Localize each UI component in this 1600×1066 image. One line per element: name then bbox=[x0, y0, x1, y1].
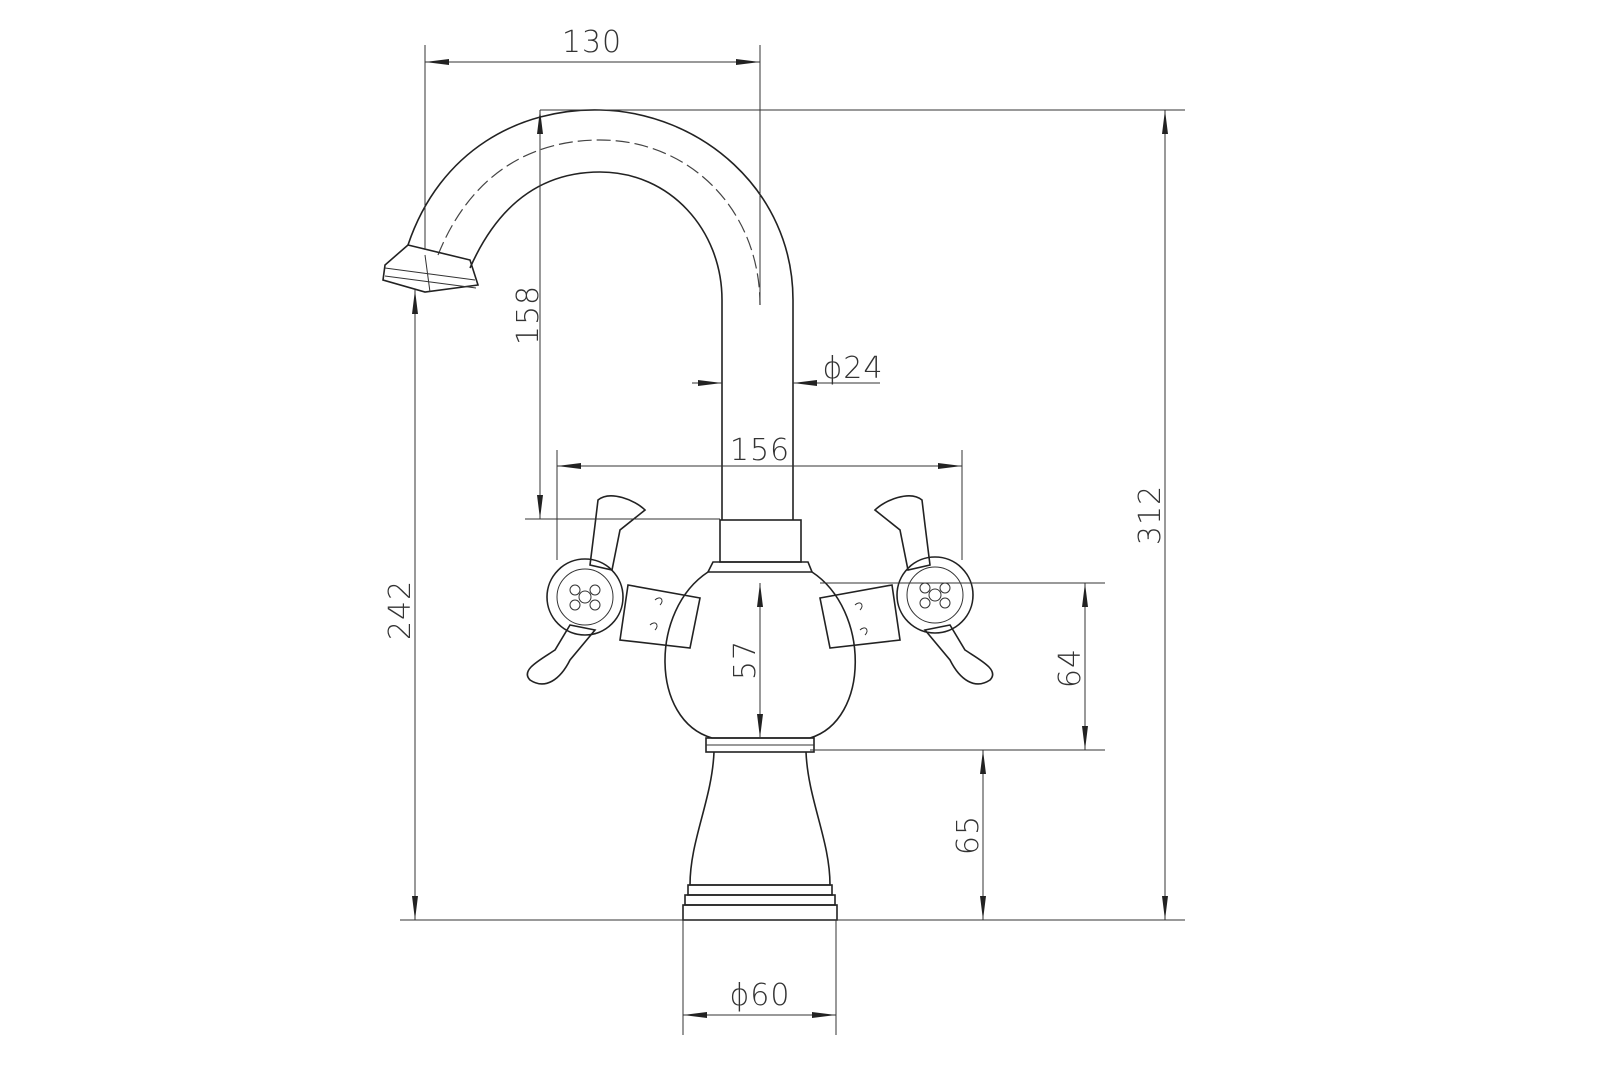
dim-64-label: 64 bbox=[1053, 648, 1088, 688]
spout-inner bbox=[469, 171, 723, 520]
dim-158-label: 158 bbox=[511, 285, 546, 345]
dim-57-label: 57 bbox=[728, 640, 763, 680]
dim-65-label: 65 bbox=[951, 815, 986, 855]
spout-centerline bbox=[437, 139, 761, 306]
spout-nozzle bbox=[382, 244, 480, 293]
dim-312-label: 312 bbox=[1133, 485, 1168, 545]
dim-d60-label: ϕ60 bbox=[730, 978, 791, 1013]
dim-130-label: 130 bbox=[562, 25, 622, 60]
spout-neck bbox=[719, 519, 802, 563]
dim-156-label: 156 bbox=[730, 433, 790, 468]
dimension-labels: 130 158 ϕ24 156 312 242 57 64 65 ϕ60 bbox=[383, 25, 1168, 1013]
left-handle bbox=[526, 495, 701, 685]
faucet-outline bbox=[382, 109, 994, 921]
base-column bbox=[689, 751, 831, 886]
dim-242-label: 242 bbox=[383, 580, 418, 640]
right-handle bbox=[819, 495, 994, 685]
dimension-lines bbox=[412, 59, 1168, 1018]
extension-lines bbox=[400, 45, 1185, 1035]
dim-d24-label: ϕ24 bbox=[823, 351, 884, 386]
